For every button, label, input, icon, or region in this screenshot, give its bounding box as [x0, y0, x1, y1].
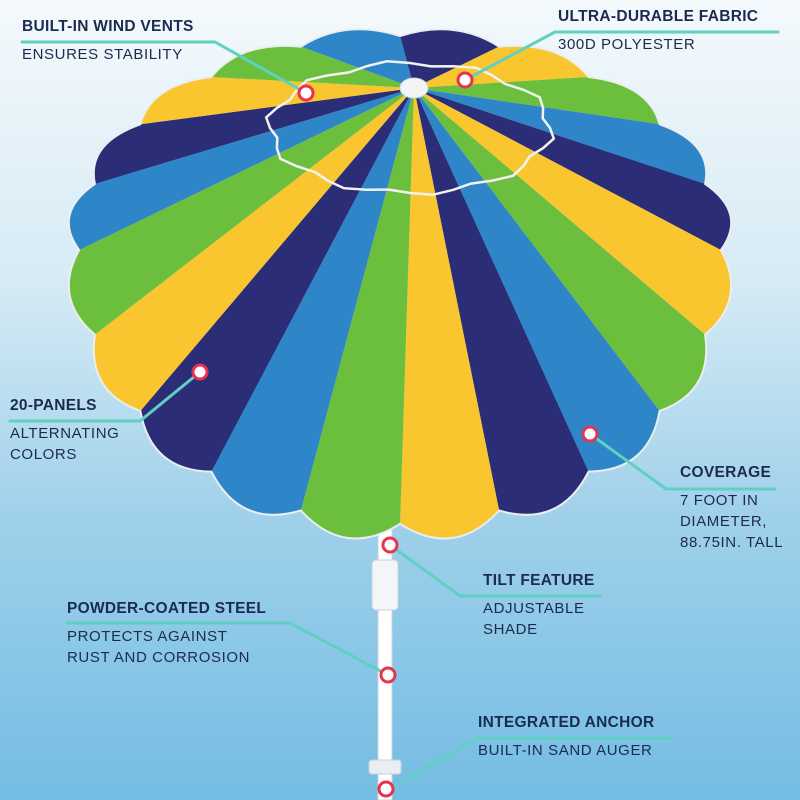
umbrella-canopy: [67, 28, 733, 540]
leader-wind-vents: [20, 40, 308, 95]
callout-desc: SHADE: [483, 621, 538, 638]
callout-fabric: ULTRA-DURABLE FABRIC 300D POLYESTER: [558, 8, 758, 55]
hotspot-marker-icon[interactable]: [581, 425, 599, 443]
callout-title: COVERAGE: [680, 464, 772, 481]
canopy-panel: [414, 88, 732, 539]
leader-coverage: [588, 432, 777, 491]
canopy-panel: [232, 29, 414, 88]
callout-title: ULTRA-DURABLE FABRIC: [558, 8, 759, 25]
callout-desc: ADJUSTABLE: [483, 600, 585, 617]
callout-desc: DIAMETER,: [680, 513, 768, 530]
canopy-panel: [391, 88, 551, 539]
callout-coverage: COVERAGE 7 FOOT IN DIAMETER, 88.75IN. TA…: [680, 464, 783, 553]
callout-desc: 7 FOOT IN: [680, 492, 759, 509]
callout-desc: ALTERNATING: [10, 425, 120, 442]
callout-desc: ENSURES STABILITY: [22, 46, 183, 63]
leader-panels: [8, 370, 202, 423]
canopy-panel: [414, 88, 732, 348]
canopy-panel: [68, 88, 414, 539]
callout-panels: 20-PANELS ALTERNATING COLORS: [10, 397, 119, 465]
hotspot-marker-icon[interactable]: [456, 71, 474, 89]
callout-wind-vents: BUILT-IN WIND VENTS ENSURES STABILITY: [22, 18, 194, 65]
callout-desc: RUST AND CORROSION: [67, 649, 251, 666]
callout-title: TILT FEATURE: [483, 572, 595, 589]
callout-title: 20-PANELS: [10, 397, 97, 414]
hotspot-marker-icon[interactable]: [191, 363, 209, 381]
hotspot-marker-icon[interactable]: [381, 536, 399, 554]
callout-desc: 88.75IN. TALL: [680, 534, 784, 551]
canopy-panel: [68, 88, 414, 483]
hotspot-marker-icon[interactable]: [297, 84, 315, 102]
leader-fabric: [463, 30, 780, 82]
leader-steel: [65, 621, 390, 677]
canopy-panel: [232, 88, 414, 539]
callout-desc: BUILT-IN SAND AUGER: [478, 742, 653, 759]
callout-title: INTEGRATED ANCHOR: [478, 714, 655, 731]
callout-title: BUILT-IN WIND VENTS: [22, 18, 194, 35]
canopy-panel: [414, 88, 694, 539]
callout-desc: 300D POLYESTER: [558, 36, 696, 53]
canopy-panel: [68, 88, 414, 539]
callout-steel: POWDER-COATED STEEL PROTECTS AGAINST RUS…: [67, 600, 266, 668]
callout-title: POWDER-COATED STEEL: [67, 600, 267, 617]
leader-anchor: [386, 736, 674, 792]
callout-desc: COLORS: [10, 446, 77, 463]
umbrella-pole-icon: [368, 489, 402, 800]
callout-tilt: TILT FEATURE ADJUSTABLE SHADE: [483, 572, 595, 640]
canopy-panel: [68, 88, 414, 242]
hotspot-marker-icon[interactable]: [377, 780, 395, 798]
canopy-panel: [414, 88, 732, 483]
canopy-panel: [68, 88, 414, 348]
callout-desc: PROTECTS AGAINST: [67, 628, 228, 645]
canopy-panel: [414, 88, 732, 539]
callout-anchor: INTEGRATED ANCHOR BUILT-IN SAND AUGER: [478, 714, 654, 761]
leader-tilt: [388, 543, 602, 598]
canopy-panel: [89, 88, 414, 539]
hotspot-marker-icon[interactable]: [379, 666, 397, 684]
